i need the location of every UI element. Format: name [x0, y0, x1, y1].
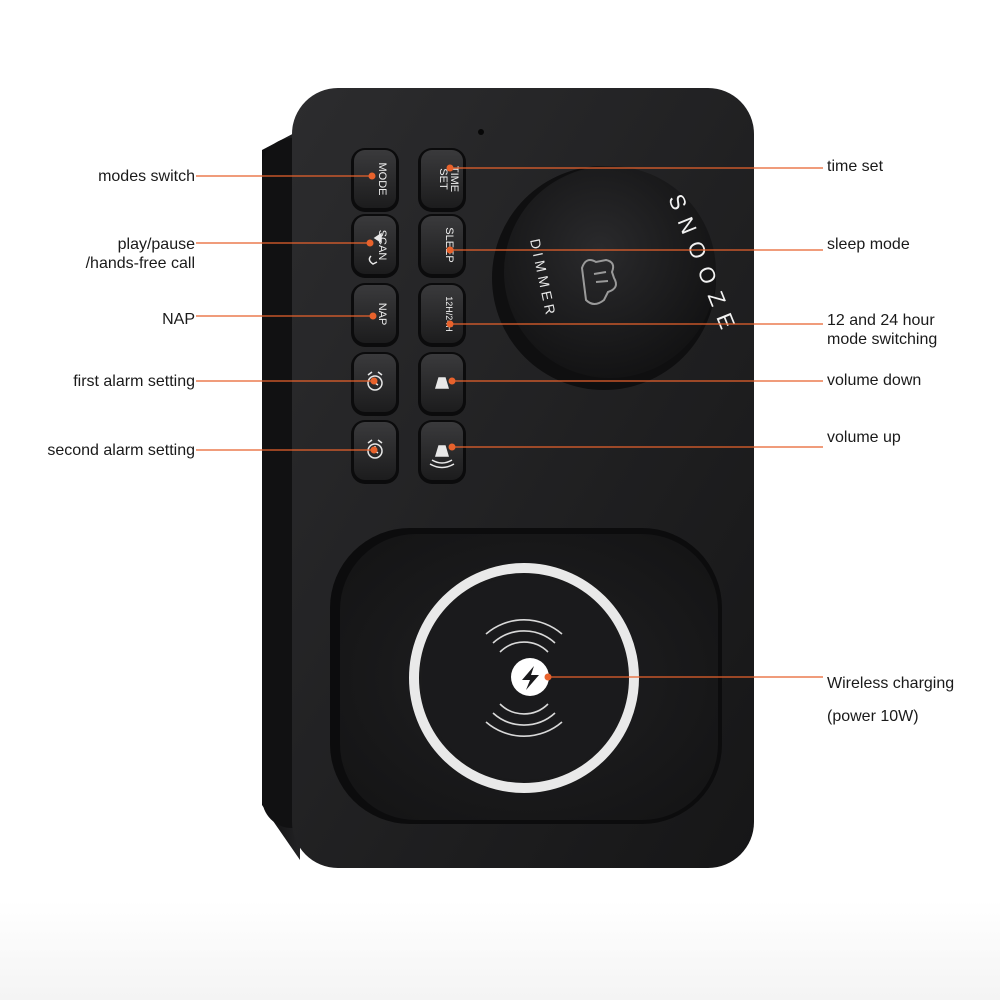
nap-button-text: NAP	[376, 303, 388, 326]
sleep-button-text: SLEEP	[443, 227, 455, 262]
callout-dot-alarm1	[370, 377, 378, 385]
callout-dot-nap	[369, 312, 377, 320]
mode-button[interactable]: MODE	[351, 148, 399, 212]
label-volume-up: volume up	[827, 429, 901, 446]
label-sleep-mode: sleep mode	[827, 236, 910, 253]
label-second-alarm: second alarm setting	[47, 442, 195, 459]
callout-dot-play	[366, 239, 374, 247]
callout-dot-wireless	[544, 673, 552, 681]
callout-dot-volup	[448, 443, 456, 451]
volume-up-icon	[429, 445, 455, 469]
callout-dot-mode	[368, 172, 376, 180]
callout-dot-timeset	[446, 164, 454, 172]
label-wireless-charging: Wireless charging (power 10W)	[827, 675, 955, 725]
lightning-icon	[522, 666, 539, 690]
label-first-alarm: first alarm setting	[73, 373, 195, 390]
1224-button[interactable]: 12H/24H	[418, 283, 466, 347]
label-nap: NAP	[162, 311, 195, 328]
callout-dot-sleep	[446, 246, 454, 254]
label-12-24-hour: 12 and 24 hour mode switching	[827, 312, 938, 348]
sleep-button[interactable]: SLEEP	[418, 214, 466, 278]
1224-button-text: 12H/24H	[444, 296, 454, 332]
callout-dot-voldown	[448, 377, 456, 385]
volume-down-icon	[434, 377, 450, 389]
callout-dot-alarm2	[370, 446, 378, 454]
charging-ring	[409, 563, 639, 793]
label-modes-switch: modes switch	[98, 168, 195, 185]
volup-button[interactable]	[418, 420, 466, 484]
label-volume-down: volume down	[827, 372, 922, 389]
scan-button-text: SCAN	[376, 230, 388, 261]
wireless-charging-pad[interactable]	[330, 528, 722, 824]
scan-button[interactable]: SCAN	[351, 214, 399, 278]
mode-button-text: MODE	[376, 163, 388, 196]
floor-shadow	[0, 900, 1000, 1000]
touch-hand-icon	[580, 258, 617, 305]
callout-lines	[196, 164, 823, 681]
microphone-hole	[478, 129, 484, 135]
play-pause-phone-icon	[368, 232, 382, 265]
timeset-button-text: TIME	[448, 166, 460, 192]
voldown-button[interactable]	[418, 352, 466, 416]
label-play-pause: play/pause /hands-free call	[85, 236, 195, 272]
callout-dot-1224	[446, 320, 454, 328]
label-time-set: time set	[827, 158, 884, 175]
wireless-waves-icon	[485, 619, 563, 737]
timeset-button-text: SET	[437, 168, 449, 190]
